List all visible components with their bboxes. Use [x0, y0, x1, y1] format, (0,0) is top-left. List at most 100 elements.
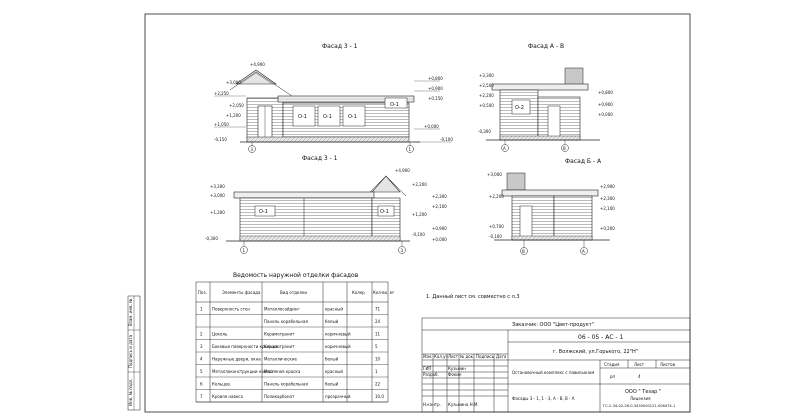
axis-label: А — [582, 249, 585, 254]
facade-b-a: Фасад Б - А В А +3,000 +2,900 +2,200 +2,… — [487, 158, 615, 255]
stamp-label: Подпись и дата — [128, 334, 133, 368]
level-mark: +1,200 — [226, 113, 241, 118]
table-cell: Металлические — [264, 357, 297, 362]
table-header: Колер — [352, 290, 365, 295]
stamp-label: Взам. инв. № — [128, 299, 133, 326]
level-mark: +1,300 — [210, 210, 225, 215]
axis-label: В — [522, 249, 525, 254]
facade-title: Фасад А - В — [528, 43, 564, 50]
table-cell: 3 — [200, 344, 203, 349]
axis-label: 1 — [409, 147, 412, 152]
table-cell: Поликарбонат — [264, 394, 295, 399]
organization: ООО " Тезар " — [625, 389, 661, 395]
level-mark: +3,000 — [487, 172, 502, 177]
schedule-title: Ведомость наружной отделки фасадов — [233, 272, 359, 279]
level-mark: +0,800 — [428, 76, 443, 81]
level-mark: +0,000 — [432, 237, 447, 242]
level-mark: +4,900 — [395, 168, 410, 173]
axis-marker — [580, 247, 588, 255]
table-header: Вид отделки — [280, 290, 307, 295]
axis-label: 1 — [243, 248, 246, 253]
level-mark: +2,900 — [600, 184, 615, 189]
table-cell: Керамогранит — [264, 344, 295, 349]
table-cell: 4 — [200, 357, 203, 362]
table-cell: 5 — [375, 344, 378, 349]
table-cell: 6 — [200, 382, 203, 387]
table-cell: белый — [325, 357, 339, 362]
level-mark: +2,100 — [600, 206, 615, 211]
table-cell: Металлосайдинг — [264, 307, 300, 312]
table-cell: коричневый — [325, 332, 351, 337]
window — [292, 105, 316, 127]
table-cell: 22 — [375, 382, 381, 387]
window-mark: О-1 — [298, 114, 307, 120]
finish-schedule: Ведомость наружной отделки фасадов Поз. … — [195, 272, 395, 403]
level-mark: +0,900 — [428, 86, 443, 91]
document-code: 06 - 05 - АС - 1 — [578, 334, 624, 341]
side-stamp: Взам. инв. № Подпись и дата Инв. № подл. — [127, 295, 141, 411]
table-cell: 71 — [375, 307, 381, 312]
table-cell: Цоколь — [212, 332, 228, 337]
window — [254, 205, 276, 217]
table-cell: 1 — [200, 307, 203, 312]
axis-marker — [406, 145, 414, 153]
table-cell: 11 — [375, 332, 381, 337]
sheet-frame — [144, 13, 691, 413]
level-mark: +0,800 — [598, 90, 613, 95]
axis-marker — [240, 246, 248, 254]
level-mark: +2,100 — [432, 204, 447, 209]
window-mark: О-1 — [259, 209, 268, 215]
window-mark: О-1 — [390, 102, 399, 108]
object-address: г. Волжский, ул.Горького, 22"Н" — [553, 348, 638, 355]
customer-label: Заказчик: ООО "Цвет-продукт" — [512, 322, 594, 328]
level-mark: +0,000 — [598, 112, 613, 117]
table-cell: 5 — [200, 369, 203, 374]
axis-marker — [561, 144, 569, 152]
level-mark: +0,900 — [432, 226, 447, 231]
level-mark: -0,100 — [489, 234, 502, 239]
table-cell: Кровля навеса — [212, 394, 244, 399]
axis-marker — [520, 247, 528, 255]
stage-value: 4 — [638, 374, 641, 379]
level-mark: +0,500 — [479, 103, 494, 108]
tb-role: Разраб. — [423, 372, 439, 377]
level-mark: +3,300 — [210, 184, 225, 189]
tb-col-header: № док. — [460, 354, 474, 359]
title-block: Заказчик: ООО "Цвет-продукт" 06 - 05 - А… — [421, 317, 691, 413]
stage-header: Листов — [660, 362, 676, 367]
tb-name: Фокин — [448, 372, 462, 377]
level-mark: -0,300 — [205, 236, 218, 241]
stage-value: рп — [610, 374, 616, 379]
level-mark: +3,300 — [479, 73, 494, 78]
table-cell: белый — [325, 319, 339, 324]
table-cell: коричневый — [325, 344, 351, 349]
level-mark: +4,900 — [250, 62, 265, 67]
table-header: Кол-во, м² — [373, 290, 395, 295]
table-cell: 7 — [200, 394, 203, 399]
table-cell: 24 — [375, 319, 381, 324]
level-mark: +3,000 — [210, 193, 225, 198]
level-mark: +0,150 — [428, 96, 443, 101]
axis-label: 3 — [401, 248, 404, 253]
table-cell: Наружные двери, окна — [212, 357, 261, 362]
table-cell: белый — [325, 382, 339, 387]
level-mark: +2,200 — [412, 182, 427, 187]
door — [519, 205, 533, 239]
level-mark: +1,200 — [412, 212, 427, 217]
window-mark: О-1 — [323, 114, 332, 120]
level-mark: +2,300 — [600, 196, 615, 201]
axis-label: А — [503, 146, 506, 151]
stamp-label: Инв. № подл. — [128, 378, 133, 406]
table-cell: красный — [325, 369, 343, 374]
facade-title: Фасад Б - А — [565, 158, 602, 165]
window-mark: О-1 — [380, 209, 389, 215]
level-mark: +2,250 — [214, 91, 229, 96]
license-label: Лицензия — [630, 396, 651, 401]
level-mark: +2,500 — [479, 83, 494, 88]
level-mark: +0,200 — [600, 226, 615, 231]
level-mark: +2,050 — [229, 103, 244, 108]
window-mark: О-2 — [515, 105, 524, 111]
level-mark: -0,300 — [478, 129, 491, 134]
facade-a-b: Фасад А - В О-2 А В +3,300 +2,500 +2,200… — [478, 43, 613, 152]
